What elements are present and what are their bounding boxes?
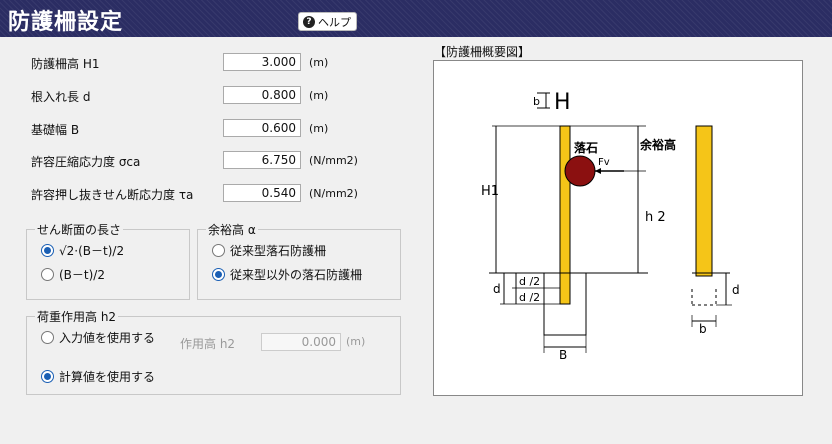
radio-unselected-icon[interactable] — [41, 331, 54, 344]
load-height-legend: 荷重作用高 h2 — [35, 308, 119, 325]
margin-label: 余裕高 — [639, 137, 676, 152]
h1-label: H1 — [481, 184, 499, 199]
d-half-label-2: d /2 — [519, 291, 540, 304]
fence-height-input[interactable] — [223, 53, 301, 71]
radio-selected-icon[interactable] — [41, 244, 54, 257]
load-option-calc[interactable]: 計算値を使用する — [41, 368, 155, 385]
h2-input[interactable] — [261, 333, 341, 351]
d-left-label: d — [493, 282, 501, 296]
margin-option-conventional-label: 従来型落石防護柵 — [230, 244, 327, 258]
base-width-label: 基礎幅 B — [31, 123, 80, 137]
shear-length-legend: せん断面の長さ — [35, 221, 124, 238]
load-height-group: 荷重作用高 h2 入力値を使用する 計算値を使用する — [26, 308, 401, 395]
embed-length-unit: (m) — [309, 89, 329, 102]
shear-option-sqrt[interactable]: √2·(B－t)/2 — [41, 242, 124, 259]
h2-unit: (m) — [346, 335, 366, 348]
shear-option-plain-label: (B－t)/2 — [59, 268, 105, 282]
radio-unselected-icon[interactable] — [41, 268, 54, 281]
b-bottom-label: b — [699, 322, 707, 336]
punching-shear-unit: (N/mm2) — [309, 187, 358, 200]
h2-label: 作用高 h2 — [180, 337, 236, 351]
fence-height-label: 防護柵高 H1 — [31, 57, 100, 71]
margin-height-legend: 余裕高 α — [206, 221, 258, 238]
help-button[interactable]: ? ヘルプ — [298, 12, 357, 31]
question-icon: ? — [303, 15, 315, 28]
b-label-top: b — [533, 95, 540, 108]
shear-length-group: せん断面の長さ √2·(B－t)/2 (B－t)/2 — [26, 221, 190, 300]
sqrt-icon: √ — [59, 244, 67, 258]
fv-label: Fv — [598, 157, 610, 168]
load-option-input[interactable]: 入力値を使用する — [41, 329, 155, 346]
load-option-input-label: 入力値を使用する — [59, 331, 156, 345]
load-option-calc-label: 計算値を使用する — [59, 370, 156, 384]
radio-unselected-icon[interactable] — [212, 244, 225, 257]
embed-length-input[interactable] — [223, 86, 301, 104]
right-post — [695, 125, 713, 277]
rock-icon — [564, 155, 596, 187]
base-width-input[interactable] — [223, 119, 301, 137]
radio-selected-icon[interactable] — [212, 268, 225, 281]
title-bar: 防護柵設定 ? ヘルプ — [0, 0, 832, 37]
punching-shear-label: 許容押し抜きせん断応力度 τa — [31, 188, 194, 202]
b-width-label: B — [559, 348, 567, 362]
fv-arrow-head — [595, 168, 601, 174]
h-shape-label: H — [554, 90, 571, 115]
fence-height-unit: (m) — [309, 56, 329, 69]
shear-option-sqrt-label: √2·(B－t)/2 — [59, 244, 125, 258]
fence-diagram: b H H1 落石 Fv 余裕高 h 2 d — [433, 60, 803, 396]
left-post — [559, 125, 571, 305]
compressive-stress-input[interactable] — [223, 151, 301, 169]
fence-diagram-svg: b H H1 落石 Fv 余裕高 h 2 d — [481, 90, 740, 362]
d-right-label: d — [732, 283, 740, 297]
margin-height-group: 余裕高 α 従来型落石防護柵 従来型以外の落石防護柵 — [197, 221, 401, 300]
h2-label-diagram: h 2 — [645, 210, 666, 225]
margin-option-other[interactable]: 従来型以外の落石防護柵 — [212, 266, 362, 283]
radio-selected-icon[interactable] — [41, 370, 54, 383]
embed-length-label: 根入れ長 d — [31, 90, 91, 104]
punching-shear-input[interactable] — [223, 184, 301, 202]
page-title: 防護柵設定 — [8, 10, 124, 35]
compressive-stress-unit: (N/mm2) — [309, 154, 358, 167]
margin-option-other-label: 従来型以外の落石防護柵 — [230, 268, 363, 282]
rock-label: 落石 — [574, 140, 598, 155]
d-half-label-1: d /2 — [519, 275, 540, 288]
help-label: ヘルプ — [318, 15, 351, 29]
diagram-title: 【防護柵概要図】 — [434, 45, 531, 59]
compressive-stress-label: 許容圧縮応力度 σca — [31, 155, 141, 169]
base-width-unit: (m) — [309, 122, 329, 135]
shear-option-plain[interactable]: (B－t)/2 — [41, 266, 105, 283]
margin-option-conventional[interactable]: 従来型落石防護柵 — [212, 242, 326, 259]
